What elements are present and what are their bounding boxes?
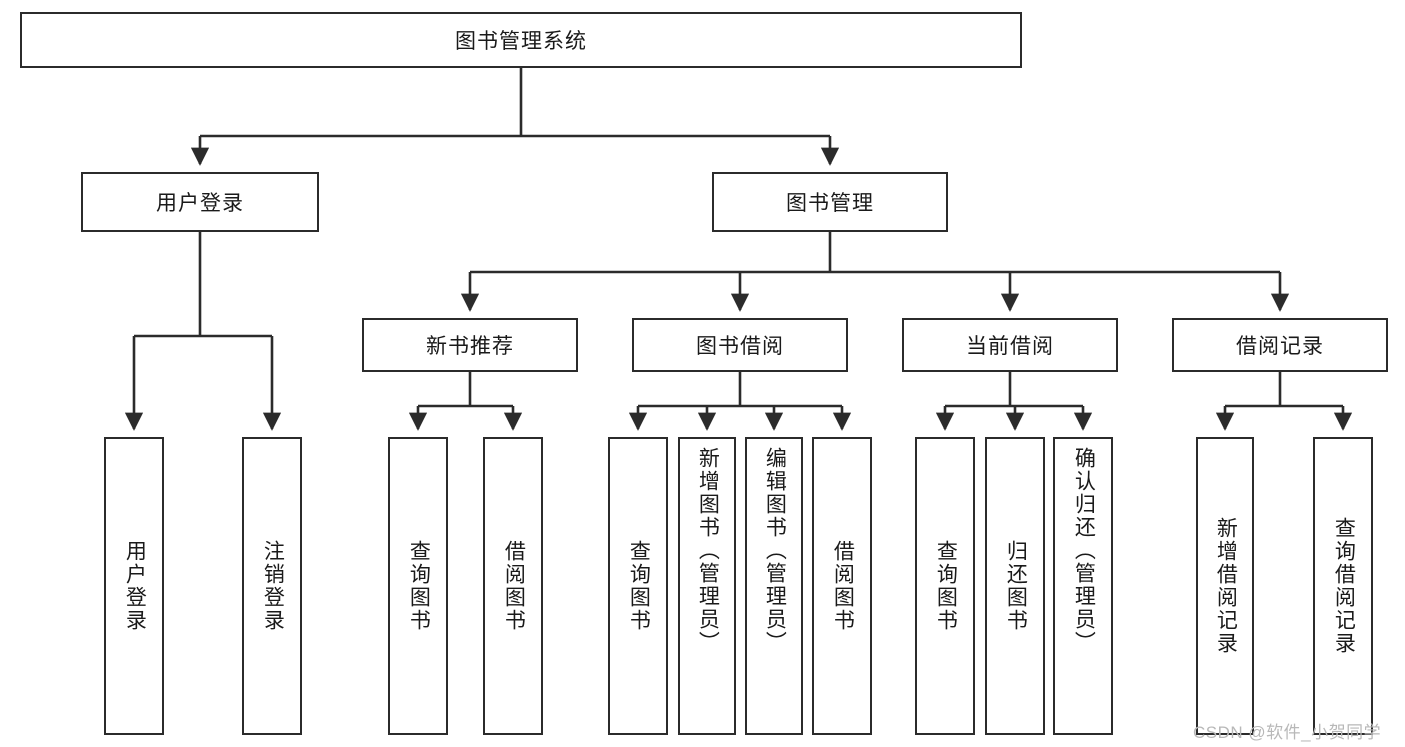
node-leaf-borrow-lend[interactable]: 借阅图书 xyxy=(812,437,872,735)
node-leaf-rec-borrow[interactable]: 借阅图书 xyxy=(483,437,543,735)
node-leaf-borrow-query[interactable]: 查询图书 xyxy=(608,437,668,735)
node-root-label: 图书管理系统 xyxy=(455,30,587,53)
node-leaf-user-login[interactable]: 用户登录 xyxy=(104,437,164,735)
node-user-login-label: 用户登录 xyxy=(156,192,244,215)
node-current-borrow[interactable]: 当前借阅 xyxy=(902,318,1118,372)
node-leaf-cur-confirm[interactable]: 确认归还（管理员） xyxy=(1053,437,1113,735)
node-user-login[interactable]: 用户登录 xyxy=(81,172,319,232)
node-new-book-rec-label: 新书推荐 xyxy=(426,335,514,358)
node-leaf-user-login-label: 用户登录 xyxy=(123,540,147,632)
node-book-borrow-label: 图书借阅 xyxy=(696,335,784,358)
node-leaf-rec-add-label: 新增借阅记录 xyxy=(1214,517,1238,655)
node-leaf-borrow-lend-label: 借阅图书 xyxy=(831,540,855,632)
csdn-watermark: CSDN @软件_小贺同学 xyxy=(1193,723,1382,742)
node-leaf-rec-query2[interactable]: 查询借阅记录 xyxy=(1313,437,1373,735)
node-new-book-rec[interactable]: 新书推荐 xyxy=(362,318,578,372)
node-leaf-borrow-edit[interactable]: 编辑图书（管理员） xyxy=(745,437,803,735)
node-leaf-cur-query[interactable]: 查询图书 xyxy=(915,437,975,735)
node-leaf-rec-query2-label: 查询借阅记录 xyxy=(1332,517,1356,655)
node-root[interactable]: 图书管理系统 xyxy=(20,12,1022,68)
node-leaf-rec-query[interactable]: 查询图书 xyxy=(388,437,448,735)
node-leaf-user-logout-label: 注销登录 xyxy=(261,540,285,632)
node-leaf-borrow-add[interactable]: 新增图书（管理员） xyxy=(678,437,736,735)
node-leaf-user-logout[interactable]: 注销登录 xyxy=(242,437,302,735)
node-borrow-record-label: 借阅记录 xyxy=(1236,335,1324,358)
node-leaf-borrow-add-label: 新增图书（管理员） xyxy=(696,447,720,654)
node-book-borrow[interactable]: 图书借阅 xyxy=(632,318,848,372)
node-leaf-cur-query-label: 查询图书 xyxy=(934,540,958,632)
node-leaf-cur-return[interactable]: 归还图书 xyxy=(985,437,1045,735)
node-leaf-rec-borrow-label: 借阅图书 xyxy=(502,540,526,632)
node-leaf-cur-return-label: 归还图书 xyxy=(1004,540,1028,632)
node-leaf-rec-add[interactable]: 新增借阅记录 xyxy=(1196,437,1254,735)
node-book-manage-label: 图书管理 xyxy=(786,192,874,215)
node-leaf-borrow-query-label: 查询图书 xyxy=(627,540,651,632)
node-leaf-cur-confirm-label: 确认归还（管理员） xyxy=(1072,447,1096,654)
node-current-borrow-label: 当前借阅 xyxy=(966,335,1054,358)
node-book-manage[interactable]: 图书管理 xyxy=(712,172,948,232)
node-leaf-borrow-edit-label: 编辑图书（管理员） xyxy=(763,447,787,654)
node-leaf-rec-query-label: 查询图书 xyxy=(407,540,431,632)
node-borrow-record[interactable]: 借阅记录 xyxy=(1172,318,1388,372)
